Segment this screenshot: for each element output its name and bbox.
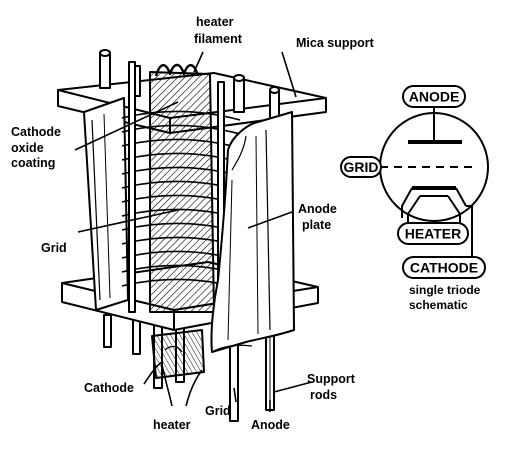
label-anode-plate-line1: Anode <box>298 202 337 216</box>
label-support-rods-line2: rods <box>310 388 337 402</box>
heater-filament <box>154 63 200 77</box>
cathode-pill <box>402 256 486 279</box>
anode-pill <box>402 85 466 108</box>
triode-schematic <box>379 106 489 263</box>
label-heater-filament-line2: filament <box>194 32 243 46</box>
illustration-labels: heater filament Mica support Cathode oxi… <box>11 15 375 432</box>
schematic-heater-label: HEATER <box>405 226 462 242</box>
schematic-caption-line2: schematic <box>409 298 468 312</box>
label-heater-bottom: heater <box>153 418 191 432</box>
schematic-cathode-label: CATHODE <box>410 260 478 276</box>
grid-pill <box>340 156 382 178</box>
getter-block <box>151 329 205 379</box>
label-cathode-oxide-line3: coating <box>11 156 55 170</box>
schematic-caption-line1: single triode <box>409 283 481 297</box>
label-anode-plate-line2: plate <box>302 218 331 232</box>
cathode-sleeve <box>149 71 215 313</box>
triode-illustration <box>57 49 327 422</box>
label-cathode-oxide-line1: Cathode <box>11 125 61 139</box>
label-cathode-oxide-line2: oxide <box>11 141 44 155</box>
schematic-labels: ANODE GRID HEATER CATHODE single triode … <box>340 85 486 312</box>
label-anode-bottom: Anode <box>251 418 290 432</box>
label-heater-filament-line1: heater <box>196 15 234 29</box>
heater-pill <box>397 222 469 245</box>
label-grid-bottom: Grid <box>205 404 231 418</box>
schematic-grid-label: GRID <box>344 159 379 175</box>
label-mica-support: Mica support <box>296 36 375 50</box>
leader-lines <box>74 51 313 412</box>
schematic-anode-label: ANODE <box>409 89 460 105</box>
label-cathode-bottom: Cathode <box>84 381 134 395</box>
label-support-rods-line1: Support <box>307 372 356 386</box>
label-grid: Grid <box>41 241 67 255</box>
